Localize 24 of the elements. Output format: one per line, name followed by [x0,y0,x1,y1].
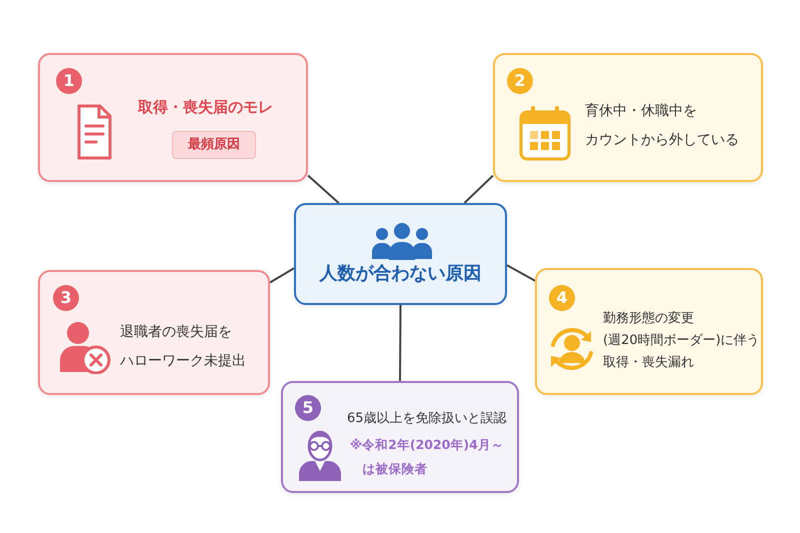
cause-card [281,381,519,493]
cause-card [38,270,270,395]
number-badge: 1 [56,68,82,94]
number-badge: 4 [549,285,575,311]
cause-text: 勤務形態の変更(週20時間ボーダー)に伴う取得・喪失漏れ [603,310,760,372]
topic-title: 人数が合わない原因 [318,262,482,285]
note-text: ※令和2年(2020年)4月～は被保険者 [350,436,504,478]
connector-line [399,305,402,381]
cause-card [493,53,763,182]
connector-line [464,174,494,204]
cause-text: 退職者の喪失届をハローワーク未提出 [120,323,246,371]
number-badge: 2 [507,68,533,94]
topic-box [294,203,507,305]
number-badge: 5 [295,395,321,421]
connector-line [307,174,340,204]
cause-card [38,53,308,182]
connector-line [506,264,536,282]
cause-text: 65歳以上を免除扱いと誤認 [347,410,507,428]
connector-line [270,267,294,284]
cause-text: 育休中・休職中をカウントから外している [585,102,739,150]
tag-label: 最頻原因 [172,131,256,159]
number-badge: 3 [53,285,79,311]
cause-text: 取得・喪失届のモレ [138,97,273,118]
cause-card [535,268,763,395]
